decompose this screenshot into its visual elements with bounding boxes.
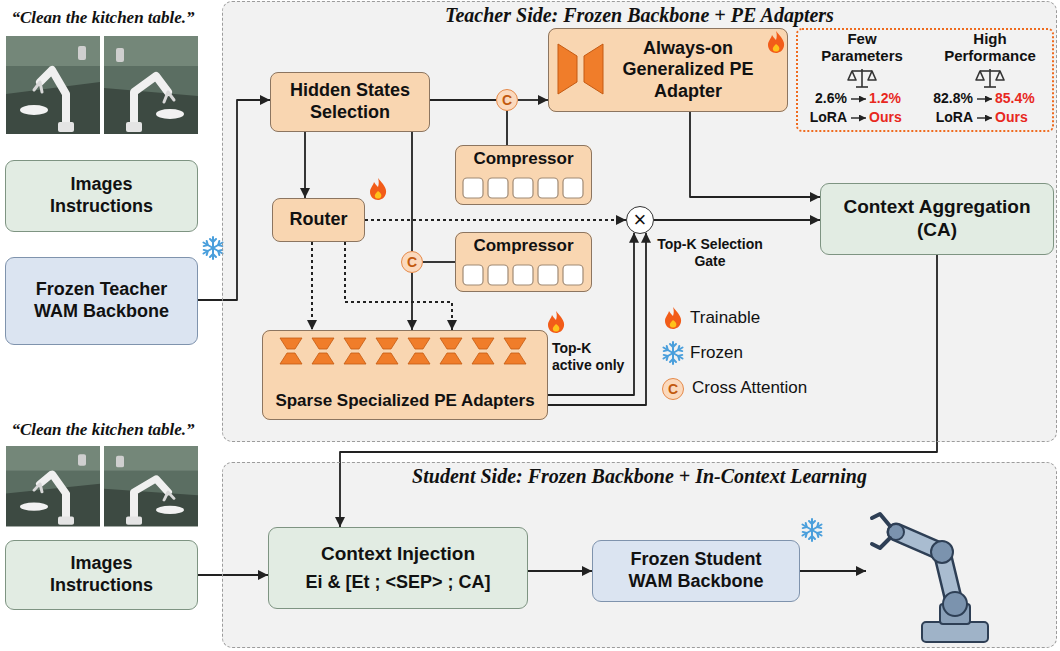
adapter-icon-row: [280, 338, 526, 364]
stat-text: High Performance: [935, 31, 1045, 64]
legend-item: Trainable: [690, 307, 760, 329]
box-label: Compressor: [460, 236, 587, 256]
scale-icon: [848, 69, 876, 87]
backbone-box: Frozen Teacher WAM Backbone: [5, 257, 198, 345]
dotted-connector: [365, 219, 626, 221]
aggregation-box: Context Aggregation (CA): [820, 183, 1054, 255]
stat-text: Ours: [869, 110, 919, 125]
panel-ground: [222, 462, 1057, 648]
legend-item: Frozen: [690, 342, 743, 364]
box-label: Context Injection: [279, 543, 517, 566]
panel-title: Teacher Side: Frozen Backbone + PE Adapt…: [223, 4, 1056, 26]
box-label: Hidden States Selection: [281, 80, 419, 123]
scene-image: [104, 36, 198, 134]
box-label: C: [407, 255, 417, 269]
scene-image: [6, 446, 100, 526]
input-box: Images Instructions: [5, 160, 198, 232]
compressor-box: Compressor: [455, 232, 592, 292]
box-label: Ei & [Et ; <SEP> ; CA]: [279, 572, 517, 594]
connector: [518, 99, 548, 101]
output-arrow: [800, 570, 866, 572]
stat-text: LoRA: [800, 110, 847, 125]
connector: [690, 112, 820, 197]
connector: [423, 261, 455, 263]
stat-text: 2.6%: [800, 91, 847, 106]
box-label: Compressor: [460, 149, 587, 169]
connector: [528, 570, 592, 572]
adapter-icon: [558, 44, 603, 94]
trainable-icon: [548, 311, 564, 333]
connector: [198, 574, 268, 576]
box-label: Frozen Teacher WAM Backbone: [18, 279, 185, 322]
trainable-icon: [768, 31, 784, 53]
instruction-quote: “Clean the kitchen table.”: [3, 420, 203, 440]
frozen-icon: [801, 519, 823, 541]
router-box: Router: [272, 198, 365, 242]
annotation: Top-K Selection Gate: [656, 236, 764, 270]
student-panel: Student Side: Frozen Backbone + In-Conte…: [222, 462, 1057, 648]
connector: [548, 233, 634, 395]
box-label: Images Instructions: [30, 174, 173, 217]
dotted-connector: [345, 242, 452, 330]
robot-arm-icon: [872, 514, 988, 642]
box-fill: [455, 145, 592, 205]
legend-text: Trainable: [690, 308, 760, 327]
cross-attention-node: C: [401, 251, 423, 273]
scale-icon: [976, 69, 1004, 87]
legend-text: Frozen: [690, 343, 743, 362]
box-fill: [455, 232, 592, 292]
process-box: Hidden States Selection: [270, 72, 430, 132]
stat-text: 1.2%: [869, 91, 919, 106]
legend-item: Cross Attention: [692, 377, 807, 399]
connector: [654, 219, 820, 221]
panel-title: Student Side: Frozen Backbone + In-Conte…: [223, 465, 1056, 487]
connector: [548, 233, 646, 405]
stat-text: 82.8%: [925, 91, 973, 106]
scene-image: [104, 446, 198, 526]
compressor-box: Compressor: [455, 145, 592, 205]
connector: [506, 111, 508, 145]
stat-text: Few Parameters: [812, 31, 912, 64]
box-fill: [262, 330, 548, 420]
frozen-icon: [202, 237, 224, 259]
input-box: Images Instructions: [5, 540, 198, 610]
connector: [411, 132, 413, 251]
trainable-icon: [370, 178, 386, 200]
legend-frozen-icon: [662, 342, 684, 364]
legend-text: Cross Attention: [692, 378, 807, 397]
annotation: Top-K active only: [552, 340, 630, 374]
backbone-box: Frozen Student WAM Backbone: [592, 540, 800, 602]
connector: [304, 132, 306, 198]
stat-text: LoRA: [925, 110, 973, 125]
teacher-panel: Teacher Side: Frozen Backbone + PE Adapt…: [222, 1, 1057, 442]
adapter-box: Sparse Specialized PE Adapters: [262, 330, 548, 420]
panel-ground: [222, 1, 1057, 442]
box-label: Context Aggregation (CA): [831, 196, 1043, 242]
legend-trainable-icon: [665, 307, 681, 329]
scene-image: [6, 36, 100, 134]
connector: [430, 99, 496, 101]
injection-box: Context Injection Ei & [Et ; <SEP> ; CA]: [268, 527, 528, 609]
box-label: Frozen Student WAM Backbone: [611, 549, 781, 592]
legend-cross-attention-symbol: C: [662, 378, 684, 400]
box-label: Sparse Specialized PE Adapters: [269, 391, 541, 411]
box-label: ×: [634, 209, 647, 231]
comparison-box: Few Parameters High Performance 2.6% 1.2% 82…: [796, 28, 1054, 132]
connector: [198, 100, 270, 300]
box-label: Router: [279, 209, 358, 231]
adapter-box: Always-on Generalized PE Adapter: [548, 28, 788, 112]
cross-attention-node: C: [496, 89, 518, 111]
dotted-connector: [311, 242, 313, 330]
box-label: C: [502, 93, 512, 107]
box-label: Images Instructions: [30, 553, 173, 596]
stat-text: 85.4%: [995, 91, 1050, 106]
box-fill: [548, 28, 788, 112]
box-label: Always-on Generalized PE Adapter: [613, 38, 763, 103]
stat-text: Ours: [995, 110, 1050, 125]
instruction-quote: “Clean the kitchen table.”: [3, 8, 203, 28]
multiply-node: ×: [626, 206, 654, 234]
